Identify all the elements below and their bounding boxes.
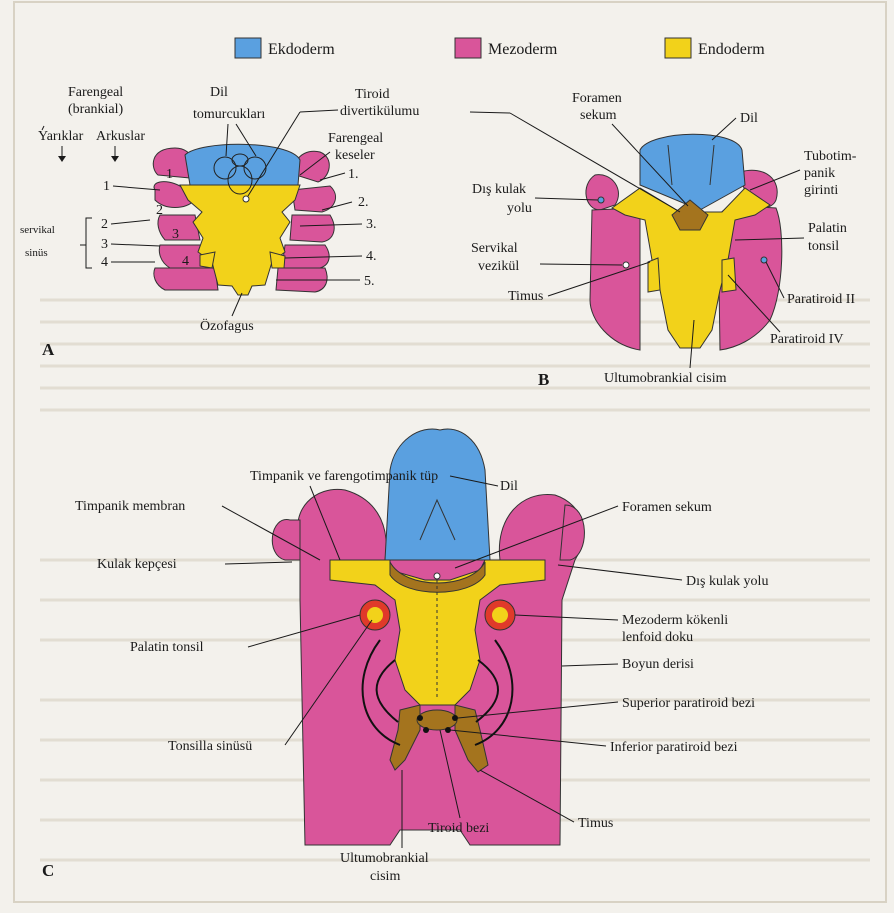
label-palatin-tonsil: Palatin tonsil xyxy=(130,640,204,655)
cleft-num-3: 3 xyxy=(101,237,108,252)
label-arkuslar: Arkuslar xyxy=(96,129,145,144)
label-superior-paratiroid: Superior paratiroid bezi xyxy=(622,696,755,711)
label-inferior-paratiroid: Inferior paratiroid bezi xyxy=(610,740,738,755)
label-farengeal-keseler-2: keseler xyxy=(335,148,375,163)
legend-label-ekdoderm: Ekdoderm xyxy=(268,41,335,58)
label-cisim: cisim xyxy=(370,869,400,884)
legend-swatch-endoderm xyxy=(665,38,691,58)
pouch-num-1: 1. xyxy=(348,167,359,182)
label-timus-c: Timus xyxy=(578,816,613,831)
label-divertikulumu: divertikülumu xyxy=(340,104,419,119)
label-mezoderm-kokenli: Mezoderm kökenli xyxy=(622,613,728,628)
label-palatin: Palatin xyxy=(808,221,847,236)
label-tomurcuklari: tomurcukları xyxy=(193,107,265,122)
label-dil-b: Dil xyxy=(740,111,758,126)
label-dis-kulak-yolu: Dış kulak yolu xyxy=(686,574,768,589)
pouch-num-2: 2. xyxy=(358,195,369,210)
label-sekum: sekum xyxy=(580,108,617,123)
label-panik: panik xyxy=(804,166,835,181)
label-tonsil: tonsil xyxy=(808,239,839,254)
label-vezikul: vezikül xyxy=(478,259,519,274)
pouch-num-4: 4. xyxy=(366,249,377,264)
label-ozofagus: Özofagus xyxy=(200,317,254,334)
label-paratiroid-iv: Paratiroid IV xyxy=(770,332,843,347)
arch-num-3: 3 xyxy=(172,227,179,242)
arch-num-1: 1 xyxy=(166,167,173,182)
label-foramen: Foramen xyxy=(572,91,622,106)
panel-a-drawing xyxy=(153,144,335,295)
label-tiroid-bezi: Tiroid bezi xyxy=(428,821,489,836)
label-dil: Dil xyxy=(210,85,228,100)
label-paratiroid-ii: Paratiroid II xyxy=(787,292,855,307)
label-timus-b: Timus xyxy=(508,289,543,304)
label-ultumobrankial-c: Ultumobrankial xyxy=(340,851,429,866)
label-farengeal-keseler-1: Farengeal xyxy=(328,131,383,146)
cleft-num-1: 1 xyxy=(103,179,110,194)
label-sinus: sinüs xyxy=(25,247,48,259)
label-yariklar: Yarıklar xyxy=(38,129,84,144)
label-servikal-b: Servikal xyxy=(471,241,518,256)
label-boyun-derisi: Boyun derisi xyxy=(622,657,694,672)
label-servikal: servikal xyxy=(20,224,55,236)
label-lenfoid-doku: lenfoid doku xyxy=(622,630,693,645)
legend-label-mezoderm: Mezoderm xyxy=(488,41,558,58)
pouch-num-5: 5. xyxy=(364,274,375,289)
label-farengeal: Farengeal xyxy=(68,85,123,100)
legend: Ekdoderm Mezoderm Endoderm xyxy=(235,38,765,58)
panel-letter-c: C xyxy=(42,861,54,880)
cleft-num-4: 4 xyxy=(101,255,108,270)
label-ultumobrankial-b: Ultumobrankial cisim xyxy=(604,371,727,386)
arch-num-4: 4 xyxy=(182,254,189,269)
label-tiroid: Tiroid xyxy=(355,87,390,102)
legend-swatch-mezoderm xyxy=(455,38,481,58)
pouch-num-3: 3. xyxy=(366,217,377,232)
legend-swatch-ekdoderm xyxy=(235,38,261,58)
label-brankial: (brankial) xyxy=(68,102,124,117)
label-girinti: girinti xyxy=(804,183,838,198)
label-tubotim: Tubotim- xyxy=(804,149,857,164)
label-kulak-kepcesi: Kulak kepçesi xyxy=(97,557,177,572)
label-timpanik-tup: Timpanik ve farengotimpanik tüp xyxy=(250,469,438,484)
panel-letter-b: B xyxy=(538,370,549,389)
label-timpanik-membran: Timpanik membran xyxy=(75,499,185,514)
label-yolu: yolu xyxy=(507,201,532,216)
label-dis-kulak: Dış kulak xyxy=(472,182,526,197)
label-dil-c: Dil xyxy=(500,479,518,494)
panel-letter-a: A xyxy=(42,340,55,359)
label-tonsilla-sinusu: Tonsilla sinüsü xyxy=(168,739,252,754)
arch-num-2: 2 xyxy=(156,203,163,218)
legend-label-endoderm: Endoderm xyxy=(698,41,765,58)
cleft-num-2: 2 xyxy=(101,217,108,232)
label-foramen-sekum: Foramen sekum xyxy=(622,500,712,515)
